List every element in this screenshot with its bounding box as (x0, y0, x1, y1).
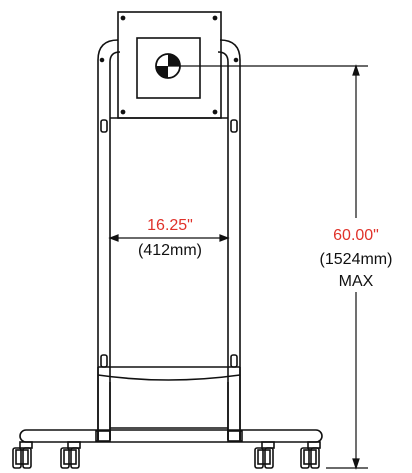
base-bar (19, 429, 323, 443)
caster-right-inner (254, 441, 275, 469)
height-dimension-line (168, 64, 368, 470)
caster-left-outer (12, 441, 33, 469)
mounting-plate (99, 11, 239, 119)
height-dimension-value: 60.00" (333, 227, 379, 244)
caster-right-outer (300, 441, 321, 469)
width-dimension-metric: (412mm) (137, 242, 202, 259)
crosshair-target-icon (155, 53, 181, 79)
width-dimension-line (108, 234, 230, 242)
caster-left-inner (60, 441, 81, 469)
width-dimension-value: 16.25" (147, 217, 193, 234)
lower-shelf (97, 366, 241, 440)
caster-wheels (12, 441, 321, 469)
height-dimension-metric: (1524mm) (319, 251, 393, 268)
height-dimension-qualifier: MAX (338, 273, 374, 290)
